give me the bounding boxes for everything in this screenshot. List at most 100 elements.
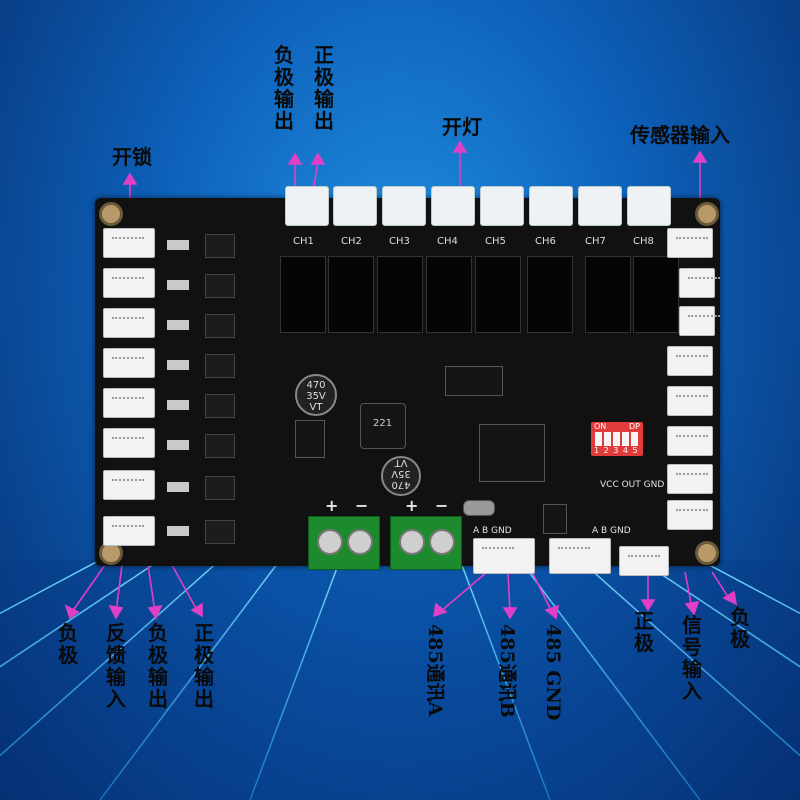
label-unlock: 开锁 [112,145,152,169]
dip-switch-5[interactable] [631,432,638,446]
vcc-out-gnd-label: VCC OUT GND [600,480,665,490]
right-connector-2 [679,268,720,298]
label-comm-a: 485通讯A [424,624,446,717]
right-connector-8 [667,500,713,530]
capacitor-2: 470 35V VT [381,456,421,496]
dip-switch-3[interactable] [613,432,620,446]
channel-label-7: CH7 [585,236,606,247]
diode-3 [167,320,189,330]
relay-3 [377,256,423,333]
top-connector-3 [382,186,426,226]
diode-4 [167,360,189,370]
screw-2a[interactable] [399,529,425,555]
power-terminal-1[interactable] [308,516,380,570]
left-connector-6 [103,428,155,458]
relay-7 [585,256,631,333]
power-terminal-2[interactable] [390,516,462,570]
top-connector-6 [529,186,573,226]
minus-label-2: − [435,496,449,515]
diode-8 [167,526,189,536]
left-connector-3 [103,308,155,338]
dip-dp-label: DP [629,422,640,431]
relay-2 [328,256,374,333]
driver-chip-3 [205,314,235,338]
channel-label-6: CH6 [535,236,556,247]
minus-label-1: − [355,496,369,515]
top-connector-5 [480,186,524,226]
mount-hole-top-left [99,202,123,226]
right-connector-7 [667,464,713,494]
grid-floor [0,560,800,800]
rs485-connector-2 [549,538,611,574]
driver-chip-6 [205,434,235,458]
label-485-gnd: 485 GND [542,624,564,721]
dip-number-labels: 1 2 3 4 5 [594,446,639,455]
label-neg-right: 负极 [730,605,750,651]
rs485-chip [543,504,567,534]
right-connector-6 [667,426,713,456]
label-pos-out-top: 正极输出 [314,43,334,133]
right-connector-4 [667,346,713,376]
diode-6 [167,440,189,450]
label-neg-out-top: 负极输出 [274,43,294,133]
right-connector-1 [667,228,713,258]
left-connector-5 [103,388,155,418]
dip-switch-2[interactable] [604,432,611,446]
channel-label-2: CH2 [341,236,362,247]
label-pos-out-bottom: 正极输出 [194,621,214,711]
driver-chip-8 [205,520,235,544]
top-connector-4 [431,186,475,226]
label-feedback-input: 反馈输入 [106,621,126,711]
label-pos-right: 正极 [634,609,654,655]
dip-switch-1[interactable] [595,432,602,446]
label-neg-out-bottom: 负极输出 [148,621,168,711]
main-mcu [479,424,545,482]
label-comm-b: 485通讯B [496,624,518,718]
left-connector-1 [103,228,155,258]
channel-label-3: CH3 [389,236,410,247]
pcb-board: CH1 CH2 CH3 CH4 CH5 CH6 CH7 CH8 470 35V … [95,186,720,576]
inductor: 221 [360,403,406,449]
dip-switch[interactable]: ON DP 1 2 3 4 5 [591,422,643,456]
channel-label-8: CH8 [633,236,654,247]
top-connector-8 [627,186,671,226]
relay-6 [527,256,573,333]
driver-chip-5 [205,394,235,418]
mount-hole-bottom-right [695,541,719,565]
screw-2b[interactable] [429,529,455,555]
driver-chip-7 [205,476,235,500]
ic-top [445,366,503,396]
ab-gnd-label-1: A B GND [473,526,512,536]
top-connector-7 [578,186,622,226]
capacitor-1: 470 35V VT [295,374,337,416]
dip-switch-4[interactable] [622,432,629,446]
left-connector-2 [103,268,155,298]
left-connector-4 [103,348,155,378]
channel-label-4: CH4 [437,236,458,247]
dip-on-label: ON [594,422,607,431]
relay-4 [426,256,472,333]
driver-chip-2 [205,274,235,298]
diode-2 [167,280,189,290]
left-connector-7 [103,470,155,500]
screw-1b[interactable] [347,529,373,555]
left-connector-8 [103,516,155,546]
relay-5 [475,256,521,333]
label-light-on: 开灯 [442,115,482,139]
top-connector-1 [285,186,329,226]
top-connector-2 [333,186,377,226]
channel-label-5: CH5 [485,236,506,247]
plus-label-2: + [405,496,419,515]
sensor-connector [619,546,669,576]
diode-1 [167,240,189,250]
channel-label-1: CH1 [293,236,314,247]
screw-1a[interactable] [317,529,343,555]
label-signal-input: 信号输入 [682,613,702,703]
relay-1 [280,256,326,333]
diode-5 [167,400,189,410]
label-sensor-input: 传感器输入 [630,123,730,147]
mount-hole-top-right [695,202,719,226]
label-neg-bottom: 负极 [58,621,78,667]
driver-chip-1 [205,234,235,258]
relay-8 [633,256,679,333]
